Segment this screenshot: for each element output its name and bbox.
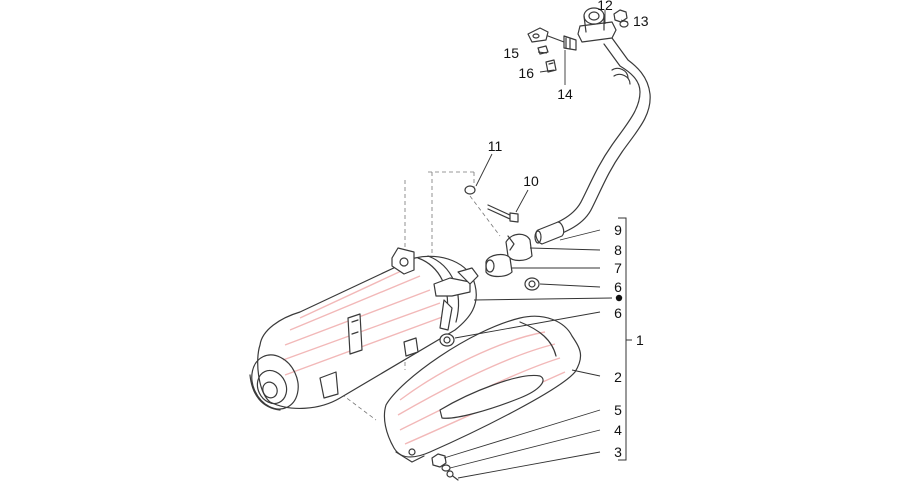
callout-3: 3	[614, 444, 622, 460]
callout-labels: 12 13 15 16 14 11 10 9 8 7 6 6 1 2 5 4 3	[488, 0, 649, 460]
callout-15: 15	[503, 45, 519, 61]
muffler	[249, 247, 479, 411]
bolt-and-washer	[464, 185, 519, 223]
hardware	[431, 277, 540, 481]
leader-lines	[443, 10, 629, 479]
callout-8: 8	[614, 242, 622, 258]
callout-7: 7	[614, 260, 622, 276]
callout-10: 10	[523, 173, 539, 189]
flange-nuts	[613, 9, 629, 28]
heat-shield	[383, 315, 582, 463]
lambda-sensor	[527, 27, 577, 73]
exhaust-pipe	[534, 7, 651, 245]
callout-1: 1	[636, 332, 644, 348]
callout-14: 14	[557, 86, 573, 102]
callout-6a: 6	[614, 279, 622, 295]
bullet-dot-icon	[615, 294, 623, 302]
callout-12: 12	[597, 0, 613, 13]
callout-5: 5	[614, 402, 622, 418]
callout-13: 13	[633, 13, 649, 29]
callout-4: 4	[614, 422, 622, 438]
callout-9: 9	[614, 222, 622, 238]
callout-2: 2	[614, 369, 622, 385]
callout-16: 16	[518, 65, 534, 81]
assembly-bracket	[618, 217, 632, 461]
callout-11: 11	[488, 138, 503, 154]
callout-6b: 6	[614, 305, 622, 321]
clamp-and-sleeve	[485, 233, 533, 278]
